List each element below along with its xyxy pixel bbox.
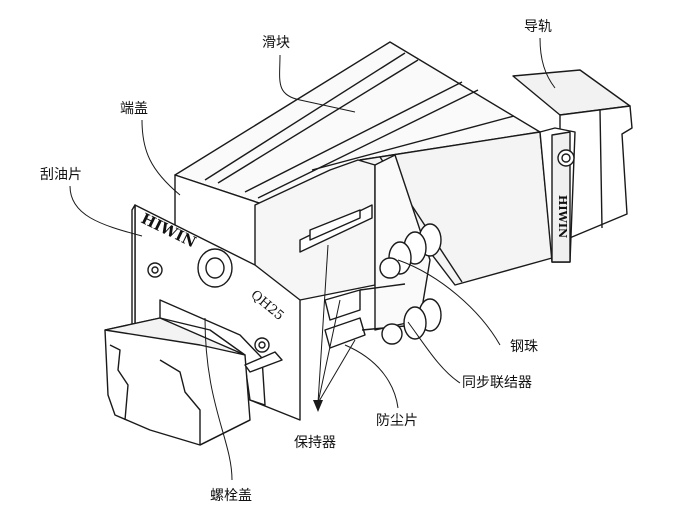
rail-front [104,317,283,446]
retainer-arrowheads [313,400,323,412]
label-bolt-cap: 螺栓盖 [210,488,252,504]
label-scraper: 刮油片 [40,167,82,183]
leader-retainer-c [317,339,356,404]
leader-sync-connector [407,321,461,384]
leader-rail [539,37,556,89]
label-dust-sheet: 防尘片 [376,413,418,429]
leader-scraper [69,185,143,237]
brand-side-marking: HIWIN [556,195,569,238]
leader-steel-ball [397,259,501,346]
label-steel-ball: 钢珠 [510,339,538,355]
leader-bolt-cap [204,317,233,481]
label-sync-connector: 同步联结器 [462,375,532,391]
end-cap-right [539,127,576,263]
leader-dust-sheet [344,344,399,409]
leader-lines [69,37,556,481]
label-end-cap: 端盖 [120,101,148,117]
leader-retainer-a [317,244,329,404]
label-slider: 滑块 [262,35,290,51]
steel-balls [379,223,442,345]
leader-retainer-b [317,299,341,404]
label-retainer: 保持器 [294,435,336,451]
leader-slider [279,54,356,113]
label-rail: 导轨 [524,19,552,35]
leader-end-cap [141,119,181,196]
slider-body [174,41,553,286]
